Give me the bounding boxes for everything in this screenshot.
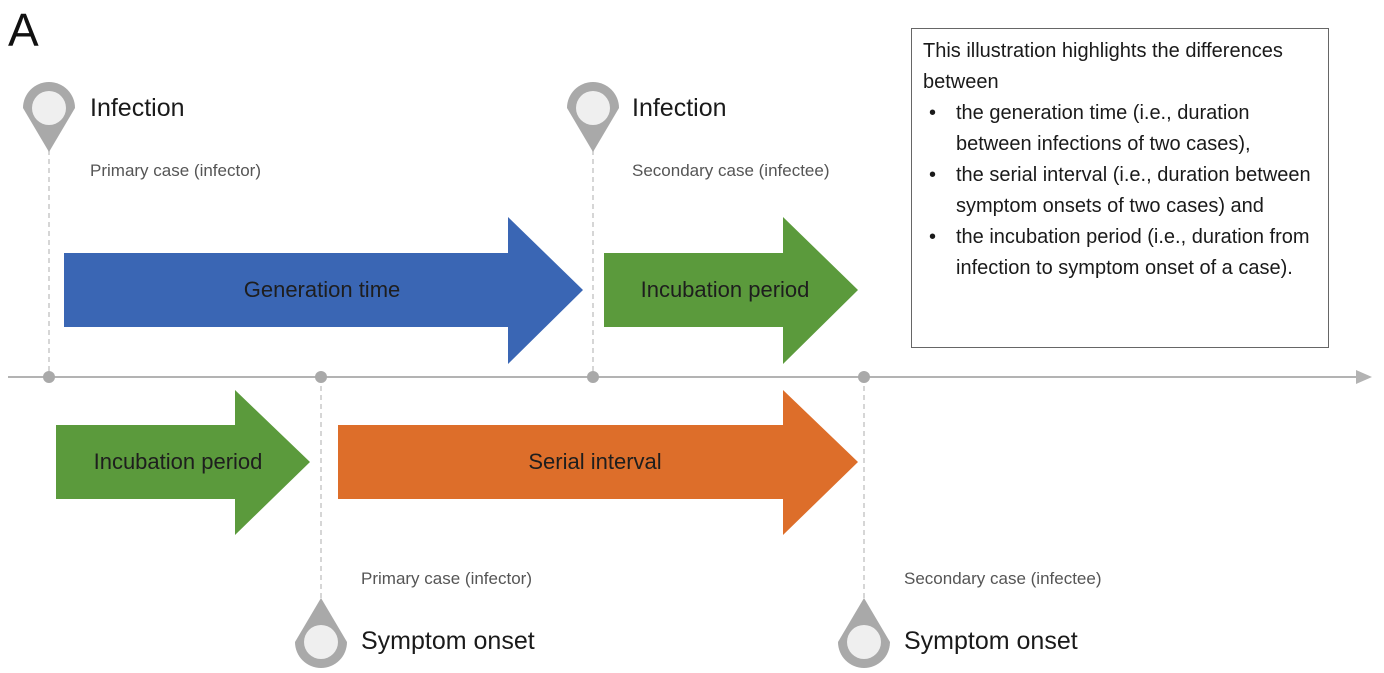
secondary-infection-subtitle: Secondary case (infectee) (632, 161, 830, 180)
generation-time-arrow (64, 217, 583, 364)
info-box-list: the generation time (i.e., duration betw… (923, 98, 1318, 284)
generation-time-label: Generation time (243, 277, 401, 302)
time-axis-arrowhead (1356, 370, 1372, 384)
serial-interval-label: Serial interval (528, 449, 662, 474)
timeline-dot-primary-infection (43, 371, 55, 383)
info-box-bullet: the serial interval (i.e., duration betw… (923, 160, 1318, 222)
info-box-bullet: the incubation period (i.e., duration fr… (923, 222, 1318, 284)
timeline-dot-primary-onset (315, 371, 327, 383)
incubation-period-secondary-label: Incubation period (640, 277, 810, 302)
primary-onset-subtitle: Primary case (infector) (361, 569, 532, 588)
incubation-period-primary-label: Incubation period (93, 449, 263, 474)
info-box-intro: This illustration highlights the differe… (923, 40, 1283, 93)
location-pin-icon (567, 82, 619, 152)
location-pin-icon (295, 598, 347, 668)
timeline-dot-secondary-onset (858, 371, 870, 383)
location-pin-icon (838, 598, 890, 668)
primary-onset-title: Symptom onset (361, 627, 535, 655)
incubation-period-primary-arrow (56, 390, 310, 535)
secondary-onset-title: Symptom onset (904, 627, 1078, 655)
location-pin-icon (23, 82, 75, 152)
panel-label: A (8, 4, 39, 56)
info-box-bullet: the generation time (i.e., duration betw… (923, 98, 1318, 160)
serial-interval-arrow (338, 390, 858, 535)
info-box: This illustration highlights the differe… (911, 28, 1329, 348)
timeline-dot-secondary-infection (587, 371, 599, 383)
secondary-onset-subtitle: Secondary case (infectee) (904, 569, 1102, 588)
incubation-period-secondary-arrow (604, 217, 858, 364)
secondary-infection-title: Infection (632, 94, 727, 122)
primary-infection-subtitle: Primary case (infector) (90, 161, 261, 180)
primary-infection-title: Infection (90, 94, 185, 122)
